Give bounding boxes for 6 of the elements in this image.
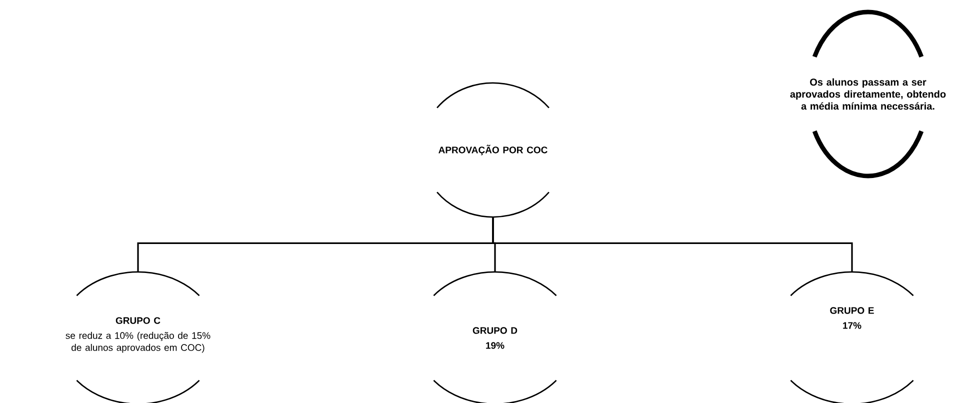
circle-node: APROVAÇÃO POR COC [436,82,550,218]
circle-node: GRUPO C se reduz a 10% (redução de 15% de alunos aprovados em COC) [66,271,210,403]
circle-node: Os alunos passam a ser aprovados diretamente, obtendo a média mínima necessária. [790,10,946,178]
circle-node: GRUPO E 17% [790,271,914,403]
circle-node: GRUPO D 19% [433,271,557,403]
connector-line [492,217,853,272]
